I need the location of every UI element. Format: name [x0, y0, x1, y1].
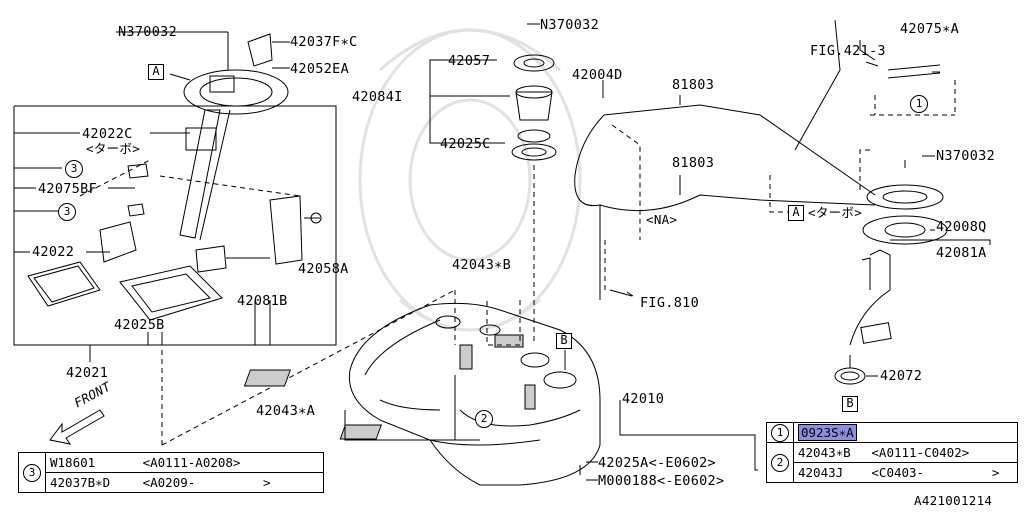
legend-right-key: 1: [766, 422, 794, 443]
legend-right-part-cell: 0923S∗A: [793, 422, 868, 443]
label-42057[interactable]: 42057: [448, 53, 491, 69]
label-42008q[interactable]: 42008Q: [936, 219, 987, 235]
label-42025c[interactable]: 42025C: [440, 136, 491, 152]
label-42022[interactable]: 42022: [32, 244, 75, 260]
legend-left-row: 42037B∗D <A0209- >: [19, 472, 324, 493]
legend-left-row: 3 W18601 <A0111-A0208>: [18, 452, 324, 493]
label-42025a[interactable]: 42025A<-E0602>: [598, 455, 716, 471]
ref-circle-2-tank: 2: [475, 410, 493, 428]
label-42043a[interactable]: 42043∗A: [256, 403, 315, 419]
ref-box-b-right: B: [842, 396, 858, 412]
label-turbo-left: <ターボ>: [86, 141, 141, 156]
hoses-81803: [574, 19, 876, 300]
legend-right-row: 1 0923S∗A: [766, 422, 1019, 443]
ref-circle-1: 1: [910, 95, 928, 113]
legend-right-key: 2: [766, 442, 794, 483]
legend-right-part[interactable]: 42043∗B: [793, 442, 868, 463]
label-42058a[interactable]: 42058A: [298, 261, 349, 277]
legend-right-range: <A0111-C0402>: [867, 442, 1019, 463]
legend-right-range: [867, 422, 1019, 443]
label-42072[interactable]: 42072: [880, 368, 923, 384]
label-fig421[interactable]: FIG.421-3: [810, 43, 886, 59]
legend-right-part-highlighted[interactable]: 0923S∗A: [798, 424, 857, 441]
label-42081a[interactable]: 42081A: [936, 245, 987, 261]
ref-box-a-right: A: [788, 205, 804, 221]
label-42084i[interactable]: 42084I: [352, 89, 403, 105]
legend-right-part[interactable]: 42043J: [793, 462, 868, 483]
sender-42081b: [195, 195, 322, 273]
label-fig810[interactable]: FIG.810: [640, 295, 699, 311]
watermark: [358, 28, 582, 332]
label-42021[interactable]: 42021: [66, 365, 109, 381]
legend-left-key-circle: 3: [23, 463, 41, 482]
gasket-42025b: [119, 265, 223, 321]
pump-body: [27, 109, 231, 307]
legend-right-row: 2 42043∗B <A0111-C0402>: [766, 442, 1019, 483]
ref-box-a-left: A: [148, 64, 164, 80]
right-pump: [834, 71, 991, 385]
label-42010[interactable]: 42010: [622, 391, 665, 407]
label-42075bf[interactable]: 42075BF: [38, 181, 97, 197]
label-42052ea[interactable]: 42052EA: [290, 61, 349, 77]
label-81803-upper[interactable]: 81803: [672, 77, 715, 93]
legend-left-part[interactable]: 42037B∗D: [44, 472, 139, 493]
legend-left-key: 3: [18, 452, 46, 493]
label-n370032-top[interactable]: N370032: [118, 24, 177, 40]
label-na: <NA>: [646, 212, 678, 227]
label-81803-lower[interactable]: 81803: [672, 155, 715, 171]
label-42004d[interactable]: 42004D: [572, 67, 623, 83]
left-bracket: [13, 105, 337, 362]
legend-left-range: <A0209- >: [138, 472, 324, 493]
hose-42075a: [859, 40, 941, 79]
legend-table-left: 3 W18601 <A0111-A0208> 42037B∗D <A0209- …: [18, 452, 324, 493]
label-turbo-right: <ターボ>: [808, 205, 863, 220]
fuel-tank: [243, 290, 601, 486]
ref-circle-3-a: 3: [65, 160, 83, 178]
diagram-id: A421001214: [914, 493, 993, 508]
label-n370032-mid[interactable]: N370032: [540, 17, 599, 33]
label-42081b[interactable]: 42081B: [237, 293, 288, 309]
ref-circle-3-b: 3: [58, 203, 76, 221]
legend-table-right: 1 0923S∗A 2 42043∗B <A0111-C0402> 42043J…: [766, 422, 1019, 483]
dashed-links-left: [79, 159, 456, 446]
legend-left-part[interactable]: W18601: [44, 452, 139, 473]
label-42037fc[interactable]: 42037F∗C: [290, 34, 358, 50]
legend-right-range: <C0403- >: [867, 462, 1019, 483]
leaders: [344, 375, 758, 481]
legend-right-row: 42043J <C0403- >: [767, 462, 1019, 483]
pump-flange: [116, 31, 290, 115]
dashed-links-right: [611, 80, 956, 240]
label-42025b[interactable]: 42025B: [114, 317, 165, 333]
label-n370032-right[interactable]: N370032: [936, 148, 995, 164]
label-42043b[interactable]: 42043∗B: [452, 257, 511, 273]
ref-box-b-tank: B: [556, 333, 572, 349]
legend-right-key-circle: 1: [771, 423, 789, 442]
legend-right-key-circle: 2: [771, 453, 789, 472]
label-m000188[interactable]: M000188<-E0602>: [598, 473, 725, 489]
label-42022c[interactable]: 42022C: [82, 126, 133, 142]
center-parts: [429, 23, 557, 345]
label-42075a[interactable]: 42075∗A: [900, 21, 959, 37]
front-arrow: [49, 409, 105, 445]
legend-left-range: <A0111-A0208>: [138, 452, 324, 473]
